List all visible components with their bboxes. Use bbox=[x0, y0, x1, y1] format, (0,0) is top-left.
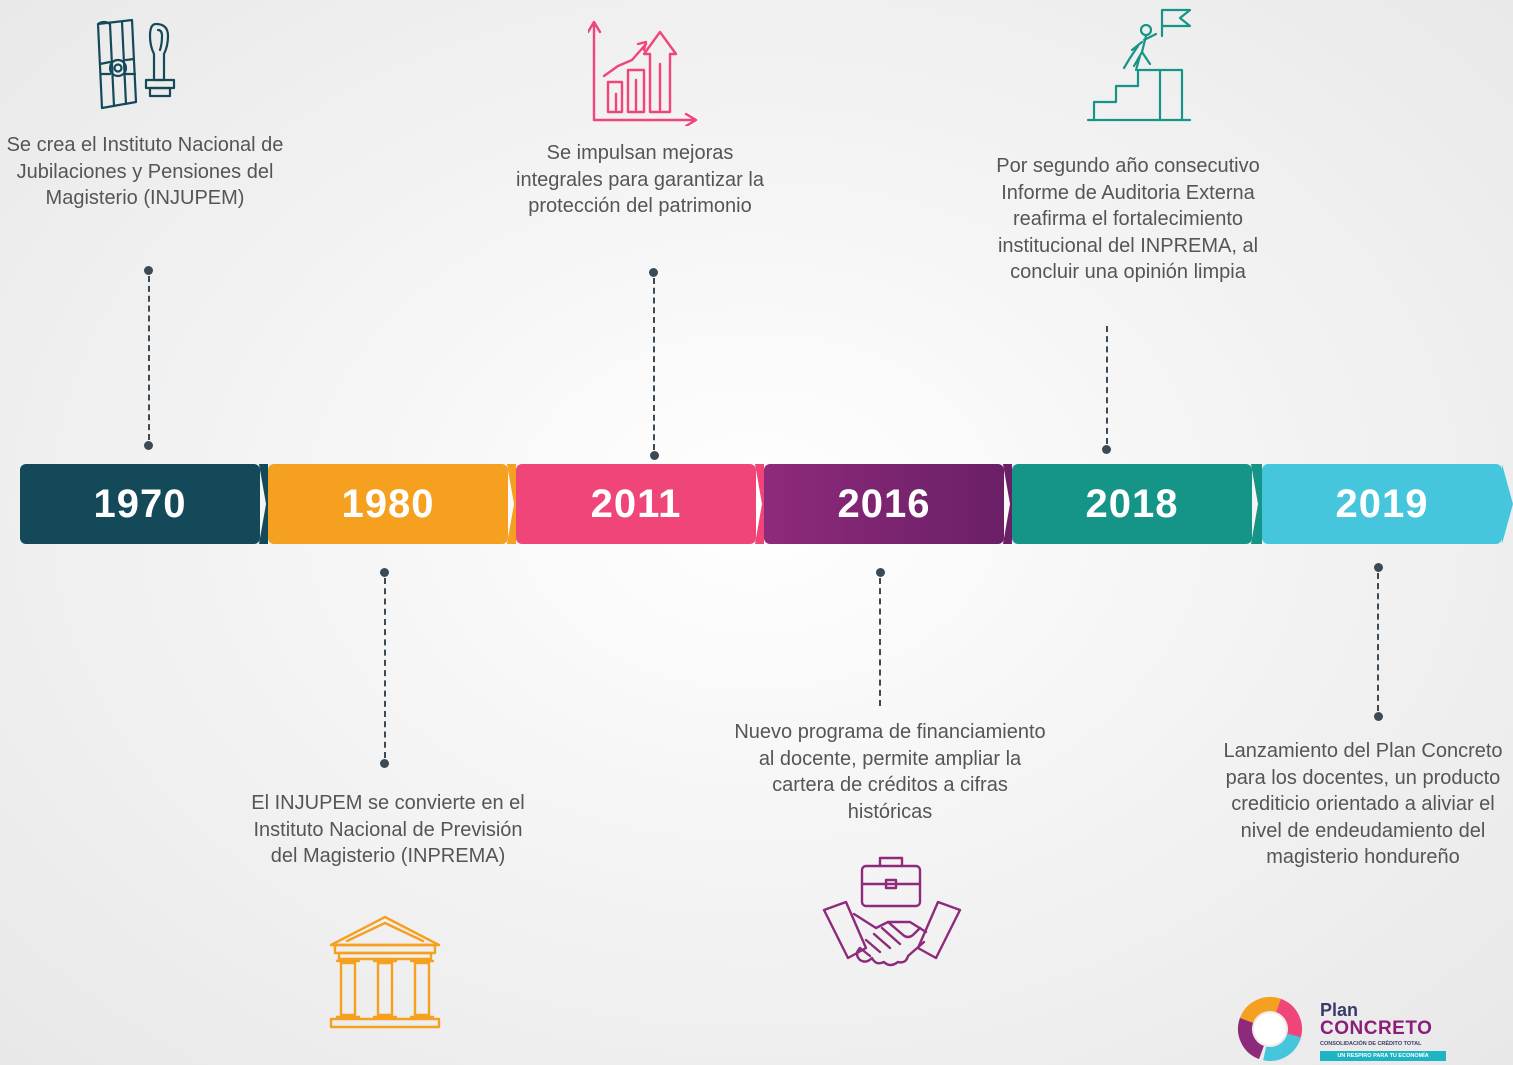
year-block-2016: 2016 bbox=[764, 464, 1004, 544]
logo-subtitle: CONSOLIDACIÓN DE CRÉDITO TOTAL bbox=[1320, 1041, 1422, 1047]
government-building-icon bbox=[329, 915, 441, 1029]
year-block-2011: 2011 bbox=[516, 464, 756, 544]
connector-dot-2016 bbox=[876, 568, 885, 577]
year-block-2019: 2019 bbox=[1262, 464, 1502, 544]
connector-dot-2011-bottom bbox=[650, 451, 659, 460]
connector-dot-2019-top bbox=[1374, 563, 1383, 572]
description-2016: Nuevo programa de financiamiento al doce… bbox=[734, 721, 1046, 823]
connector-line-2016 bbox=[879, 578, 881, 706]
handshake-briefcase-icon bbox=[822, 856, 962, 967]
connector-line-1970 bbox=[148, 276, 150, 440]
plan-concreto-ring-icon bbox=[1238, 997, 1302, 1061]
logo-tagline: UN RESPIRO PARA TU ECONOMÍA bbox=[1320, 1051, 1446, 1061]
connector-dot-2011-top bbox=[649, 268, 658, 277]
description-2019: Lanzamiento del Plan Concreto para los d… bbox=[1223, 740, 1503, 868]
connector-dot-2019-bottom bbox=[1374, 712, 1383, 721]
description-1980: El INJUPEM se convierte en el Instituto … bbox=[251, 792, 525, 867]
connector-line-2018 bbox=[1106, 326, 1108, 444]
connector-line-2011 bbox=[653, 278, 655, 450]
connector-dot-1970-top bbox=[144, 266, 153, 275]
connector-dot-1980-bottom bbox=[380, 759, 389, 768]
logo-concreto-text: CONCRETO bbox=[1320, 1018, 1433, 1039]
growth-chart-icon bbox=[588, 20, 698, 126]
description-2011: Se impulsan mejoras integrales para gara… bbox=[516, 142, 764, 217]
plan-concreto-logo: Plan CONCRETO CONSOLIDACIÓN DE CRÉDITO T… bbox=[1236, 994, 1446, 1064]
description-2018: Por segundo año consecutivo Informe de A… bbox=[996, 155, 1260, 283]
connector-dot-1980-top bbox=[380, 568, 389, 577]
connector-line-2019 bbox=[1377, 573, 1379, 711]
year-block-1970: 1970 bbox=[20, 464, 260, 544]
connector-line-1980 bbox=[384, 578, 386, 758]
year-block-1980: 1980 bbox=[268, 464, 508, 544]
summit-flag-icon bbox=[1086, 8, 1192, 122]
description-1970: Se crea el Instituto Nacional de Jubilac… bbox=[6, 134, 284, 209]
connector-dot-1970-bottom bbox=[144, 441, 153, 450]
year-block-2018: 2018 bbox=[1012, 464, 1252, 544]
connector-dot-2018 bbox=[1102, 445, 1111, 454]
document-stamp-icon bbox=[96, 18, 176, 110]
logo-plan-text: Plan bbox=[1320, 1000, 1359, 1020]
